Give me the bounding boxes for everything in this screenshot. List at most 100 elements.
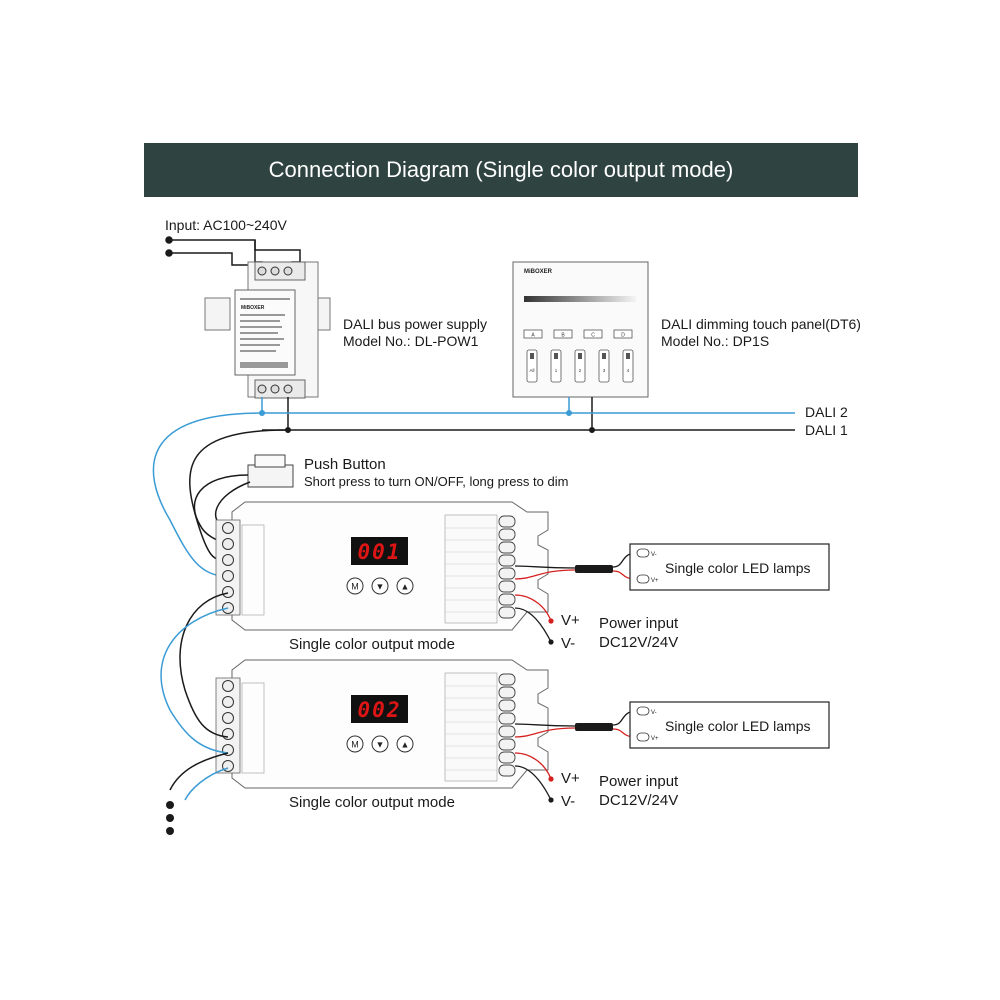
touch-panel-brand: MiBOXER — [524, 269, 553, 275]
touch-panel-name: DALI dimming touch panel(DT6) — [661, 316, 861, 332]
power-supply-brand: MiBOXER — [241, 305, 265, 311]
led-display-value: 002 — [358, 698, 402, 722]
touch-key-a[interactable] — [523, 329, 543, 339]
lamp-terminal-label: V+ — [651, 578, 659, 584]
input-terminal — [222, 586, 234, 598]
output-terminal — [498, 580, 516, 593]
lamp-terminal-label: V- — [651, 552, 657, 558]
output-terminal — [498, 528, 516, 541]
touch-key-label: C — [591, 333, 595, 339]
touch-panel-model: Model No.: DP1S — [661, 333, 770, 349]
dali2-label: DALI 2 — [805, 404, 848, 420]
title-banner: Connection Diagram (Single color output … — [144, 143, 858, 197]
output-terminal — [498, 541, 516, 554]
output-terminal — [498, 738, 516, 751]
output-terminal — [498, 567, 516, 580]
output-terminal — [498, 686, 516, 699]
cable-sleeve — [575, 565, 613, 573]
output-terminal — [498, 673, 516, 686]
down-button[interactable] — [371, 735, 389, 753]
diagram-title: Connection Diagram (Single color output … — [268, 157, 734, 182]
v-plus-1: V+ — [561, 612, 580, 629]
output-terminal — [498, 554, 516, 567]
chain-continuation — [160, 592, 229, 801]
led-display — [351, 537, 408, 565]
lamp-terminal-label: V- — [651, 710, 657, 716]
input-terminal — [222, 696, 234, 708]
v-plus-2: V+ — [561, 770, 580, 787]
power-input-spec-2: DC12V/24V — [599, 792, 679, 809]
lamp-terminal-label: V+ — [651, 736, 659, 742]
power-supply-name: DALI bus power supply — [343, 316, 487, 332]
down-button-label: ▼ — [376, 740, 385, 750]
dali1-label: DALI 1 — [805, 422, 848, 438]
touch-zone-4[interactable] — [622, 349, 634, 383]
touch-zone-label: 1 — [555, 368, 558, 373]
lamps-label-2: Single color LED lamps — [665, 718, 811, 734]
led-lamps-box — [629, 543, 830, 591]
input-terminal — [222, 570, 234, 582]
mode-button[interactable] — [346, 735, 364, 753]
power-supply-model: Model No.: DL-POW1 — [343, 333, 479, 349]
mode-label-2: Single color output mode — [289, 794, 455, 811]
touch-key-label: A — [531, 333, 535, 339]
v-minus-2: V- — [561, 793, 576, 810]
led-display-value: 001 — [358, 540, 402, 564]
mode-label-1: Single color output mode — [289, 636, 455, 653]
mode-button[interactable] — [346, 577, 364, 595]
led-display — [351, 695, 408, 723]
output-terminal — [498, 725, 516, 738]
touch-key-b[interactable] — [553, 329, 573, 339]
touch-zone-1[interactable] — [550, 349, 562, 383]
down-button[interactable] — [371, 577, 389, 595]
touch-zone-label: All — [529, 368, 534, 373]
touch-zone-label: 2 — [579, 368, 582, 373]
output-terminal — [498, 751, 516, 764]
push-button-title: Push Button — [304, 456, 386, 473]
v-minus-1: V- — [561, 635, 576, 652]
input-terminal — [222, 554, 234, 566]
touch-key-label: D — [621, 333, 625, 339]
output-terminal — [498, 764, 516, 777]
input-terminal — [222, 712, 234, 724]
input-terminal — [222, 538, 234, 550]
touch-zone-all[interactable] — [526, 349, 538, 383]
push-button-device — [193, 454, 294, 545]
lamps-label-1: Single color LED lamps — [665, 560, 811, 576]
touch-zone-3[interactable] — [598, 349, 610, 383]
touch-key-c[interactable] — [583, 329, 603, 339]
output-terminal — [498, 699, 516, 712]
output-terminal — [498, 593, 516, 606]
up-button-label: ▲ — [401, 740, 410, 750]
input-terminal — [222, 728, 234, 740]
up-button[interactable] — [396, 735, 414, 753]
dali-power-supply: MiBOXER — [204, 261, 331, 399]
touch-zone-label: 3 — [603, 368, 606, 373]
touch-key-label: B — [561, 333, 565, 339]
input-terminal — [222, 522, 234, 534]
power-input-spec-1: DC12V/24V — [599, 634, 679, 651]
down-button-label: ▼ — [376, 582, 385, 592]
ac-input-label: Input: AC100~240V — [165, 217, 287, 233]
led-lamps-box — [629, 701, 830, 749]
output-terminal — [498, 712, 516, 725]
cable-sleeve — [575, 723, 613, 731]
power-input-title-2: Power input — [599, 773, 679, 790]
output-terminal — [498, 606, 516, 619]
touch-zone-2[interactable] — [574, 349, 586, 383]
mode-button-label: M — [351, 582, 359, 592]
push-button-desc: Short press to turn ON/OFF, long press t… — [304, 474, 569, 489]
touch-slider — [524, 296, 636, 302]
up-button-label: ▲ — [401, 582, 410, 592]
touch-key-d[interactable] — [613, 329, 633, 339]
dali-bus-lines — [152, 397, 795, 578]
power-input-title-1: Power input — [599, 615, 679, 632]
mode-button-label: M — [351, 740, 359, 750]
up-button[interactable] — [396, 577, 414, 595]
